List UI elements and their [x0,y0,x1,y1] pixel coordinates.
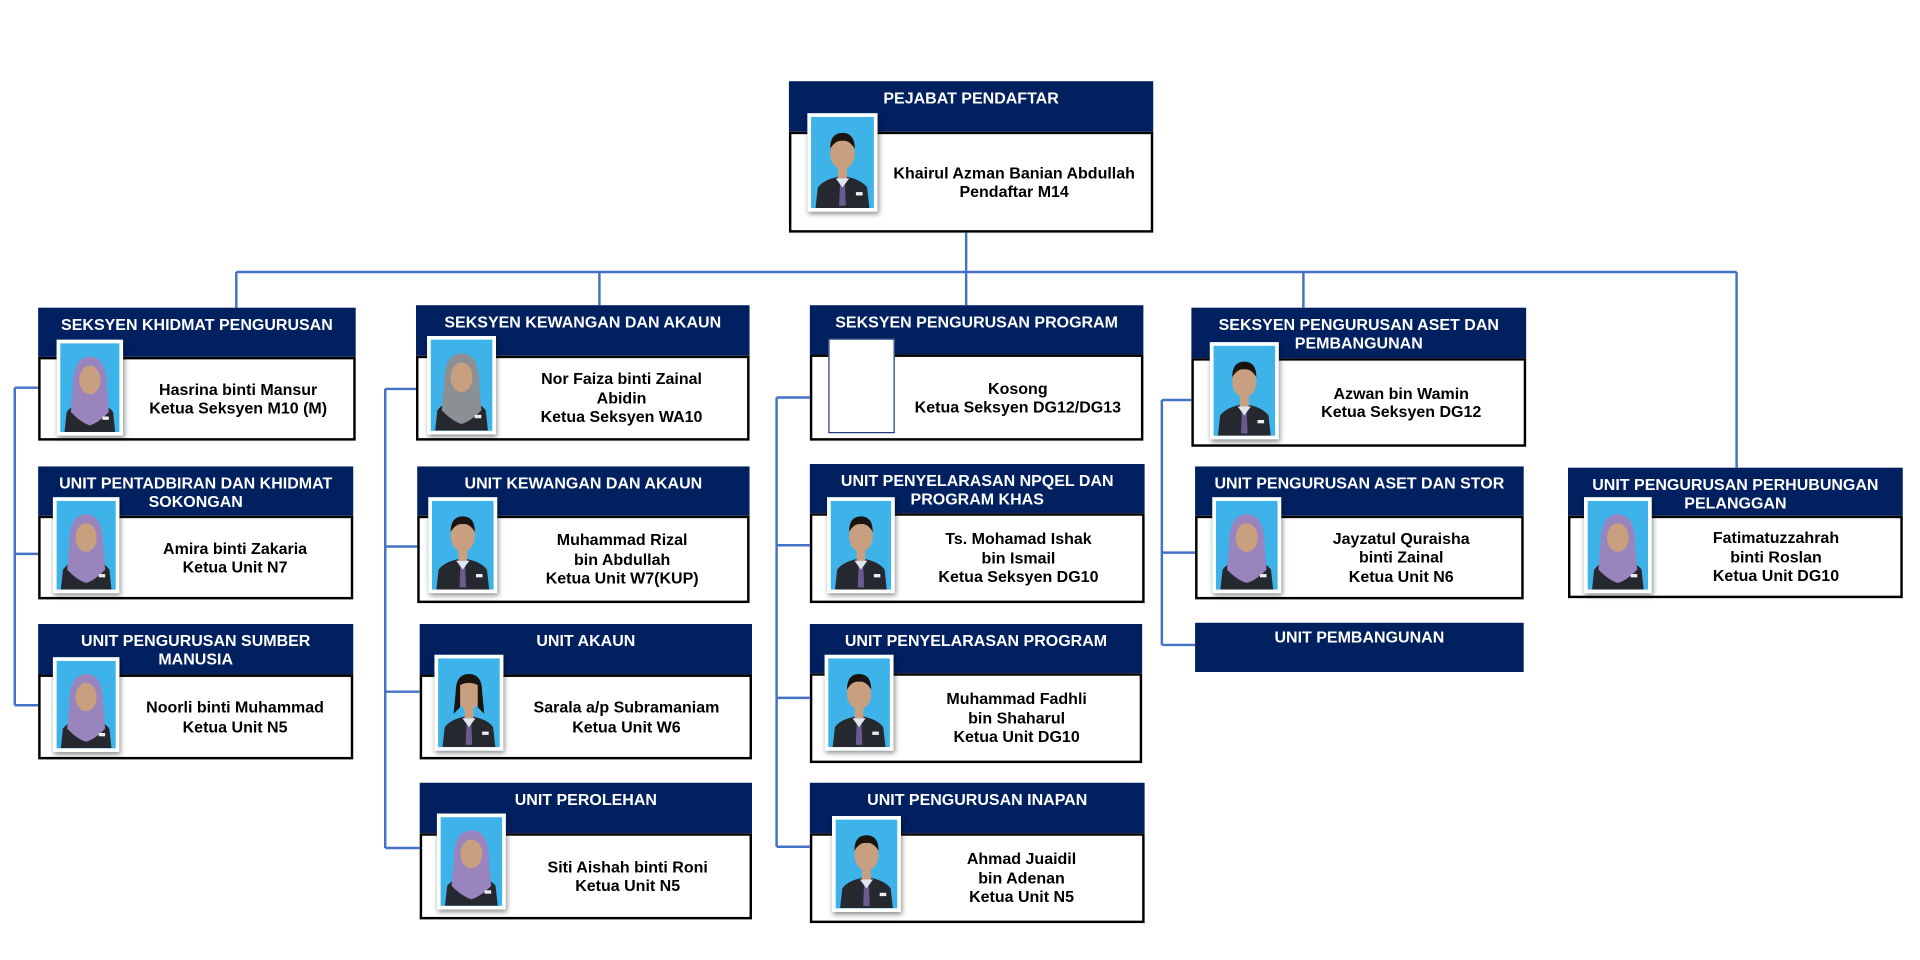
person-name: Jayzatul Quraisha [1332,528,1470,548]
portrait-photo [1212,497,1282,594]
person-line: Ketua Unit DG10 [1712,566,1840,585]
person-name: Siti Aishah binti Roni [547,857,708,876]
unit-title: PEJABAT PENDAFTAR [788,81,1154,132]
person-name: Amira binti Zakaria [163,538,308,557]
person-name: Fatimatuzzahrah [1712,528,1840,547]
portrait-photo [832,816,901,913]
person-name: Kosong [988,378,1048,397]
person-line: binti Zainal [1359,548,1444,567]
person-line: Ketua Seksyen DG12/DG13 [914,397,1122,417]
person-line: Ketua Seksyen M10 (M) [149,398,328,418]
person-line: Ketua Unit W7(KUP) [545,568,699,588]
person-line: Ketua Unit N5 [575,876,681,895]
portrait-photo [827,497,895,594]
person-line: bin Adenan [978,868,1065,888]
person-name: Azwan bin Wamin [1333,383,1469,402]
unit-title: UNIT PEMBANGUNAN [1195,622,1524,673]
portrait-photo [807,113,878,212]
person-line: Ketua Unit N6 [1348,567,1454,586]
person-line: Ketua Seksyen DG10 [938,567,1099,587]
person-line: Ketua Unit N5 [969,887,1074,907]
person-line: Ketua Unit W6 [572,716,681,736]
org-box-unit: UNIT PEMBANGUNAN [1195,622,1524,673]
person-line: Ketua Seksyen DG12 [1321,402,1482,421]
portrait-photo [52,657,120,753]
unit-title: SEKSYEN KEWANGAN DAN AKAUN [416,305,750,356]
person-name: Muhammad Fadhli [946,689,1087,709]
portrait-photo [427,336,497,435]
portrait-photo [436,813,506,910]
person-line: bin Ismail [981,548,1056,568]
person-line: Pendaftar M14 [959,182,1069,201]
person-line: bin Shaharul [968,708,1066,728]
person-line: Ketua Seksyen WA10 [540,407,703,427]
person-name: Ahmad Juaidil [966,849,1077,869]
portrait-photo [824,654,894,751]
empty-photo-placeholder [828,338,895,434]
person-name: Hasrina binti Mansur [159,379,318,399]
portrait-photo [1209,342,1279,440]
portrait-photo [428,497,498,594]
person-name: Khairul Azman Banian Abdullah [893,163,1135,182]
portrait-photo [56,339,124,436]
person-line: bin Abdullah [574,549,671,569]
person-name: Sarala a/p Subramaniam [533,697,720,717]
portrait-photo [1584,497,1652,594]
portrait-photo [52,497,120,594]
person-line: binti Roslan [1730,547,1822,566]
person-name: Muhammad Rizal [556,530,688,550]
person-line: Ketua Unit DG10 [953,727,1080,747]
person-line: Ketua Unit N7 [182,557,288,577]
person-name: Noorli binti Muhammad [146,697,324,717]
portrait-photo [434,654,504,751]
person-line: Ketua Unit N5 [182,716,288,736]
person-line: Abidin [596,388,647,408]
person-name: Ts. Mohamad Ishak [945,529,1092,549]
person-name: Nor Faiza binti Zainal [541,369,703,389]
